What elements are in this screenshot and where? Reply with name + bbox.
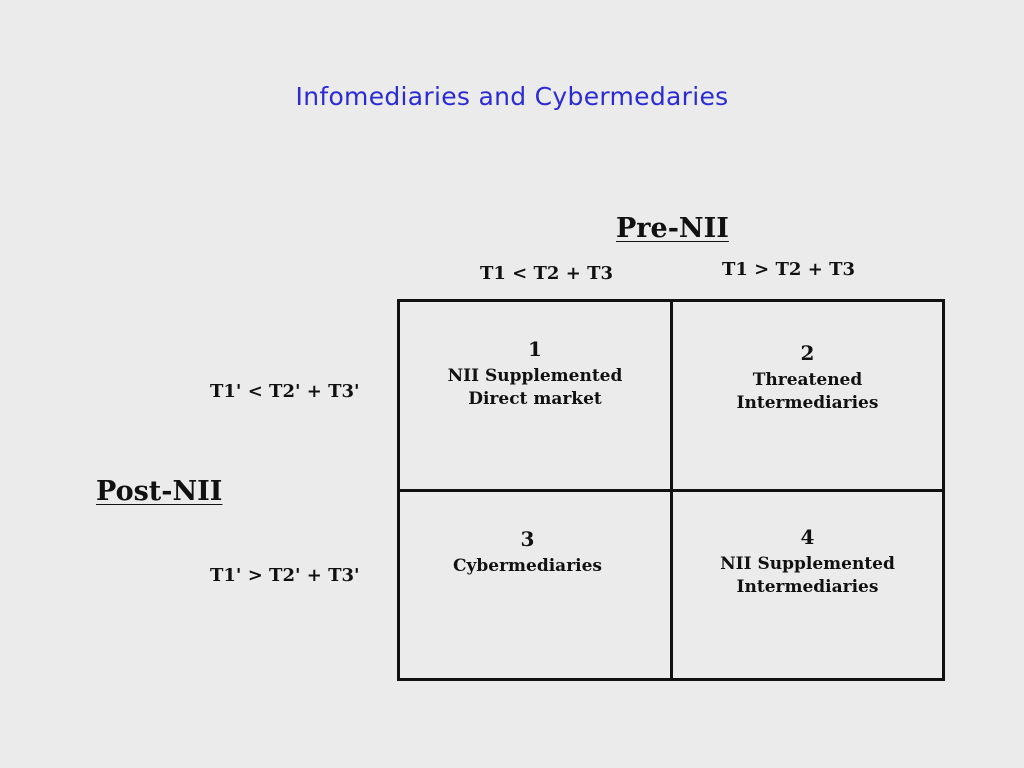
quadrant-grid: 1 NII Supplemented Direct market 2 Threa… bbox=[397, 299, 945, 681]
quadrant-cell-3: 3 Cybermediaries bbox=[400, 528, 655, 578]
quadrant-number: 4 bbox=[800, 525, 815, 549]
quadrant-cell-1: 1 NII Supplemented Direct market bbox=[400, 338, 670, 411]
horizontal-divider bbox=[400, 489, 942, 492]
quadrant-number: 2 bbox=[800, 341, 815, 365]
quadrant-number: 1 bbox=[528, 337, 542, 361]
quadrant-label-line2: Direct market bbox=[468, 389, 602, 409]
quadrant-label-line2: Intermediaries bbox=[736, 393, 879, 413]
quadrant-label-line1: NII Supplemented bbox=[447, 366, 623, 386]
quadrant-label-line1: NII Supplemented bbox=[720, 554, 895, 574]
post-nii-header: Post-NII bbox=[96, 476, 223, 507]
column-condition-2: T1 > T2 + T3 bbox=[722, 259, 855, 280]
quadrant-label-line1: Threatened bbox=[752, 370, 863, 390]
quadrant-cell-2: 2 Threatened Intermediaries bbox=[673, 342, 942, 415]
pre-nii-header: Pre-NII bbox=[616, 213, 729, 244]
row-condition-1: T1' < T2' + T3' bbox=[210, 381, 360, 402]
slide-title: Infomediaries and Cybermedaries bbox=[295, 82, 729, 111]
quadrant-label-line2: Intermediaries bbox=[736, 577, 879, 597]
quadrant-label-line1: Cybermediaries bbox=[452, 556, 603, 576]
quadrant-number: 3 bbox=[520, 527, 535, 551]
quadrant-cell-4: 4 NII Supplemented Intermediaries bbox=[673, 526, 942, 599]
row-condition-2: T1' > T2' + T3' bbox=[210, 565, 360, 586]
column-condition-1: T1 < T2 + T3 bbox=[480, 263, 613, 284]
